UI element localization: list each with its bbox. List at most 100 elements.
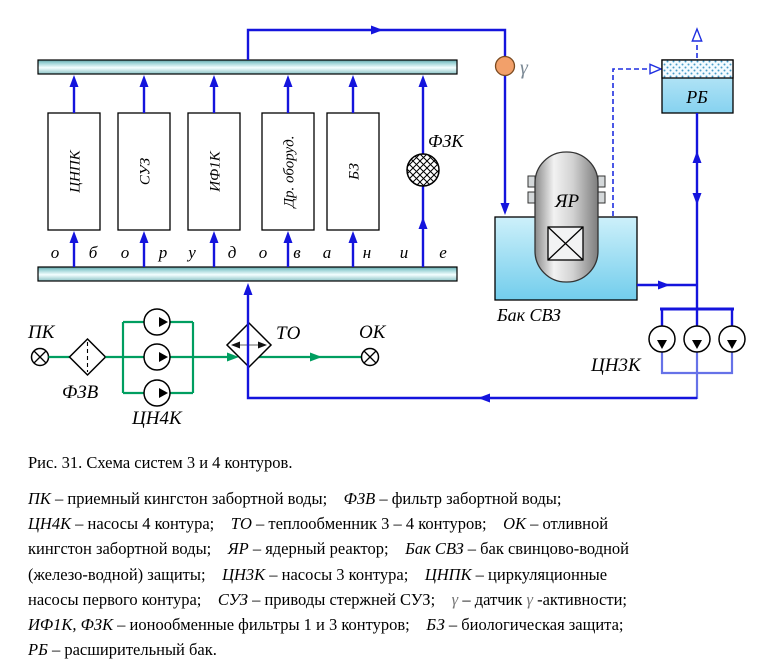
- pump-direction-triangle: [692, 340, 702, 349]
- arrowhead-up: [243, 283, 253, 295]
- gamma-line: γ: [246, 25, 529, 215]
- box-label: БЗ: [347, 163, 363, 181]
- legend-abbr: БЗ: [426, 615, 445, 635]
- legend-line: РБ – расширительный бак.: [28, 637, 750, 662]
- cn3k-label: ЦН3К: [590, 355, 642, 376]
- legend-text: – отливной: [525, 514, 609, 534]
- fzk-label: ФЗК: [428, 131, 464, 151]
- header-pipes: [37, 59, 458, 282]
- equipment-box-if1k: ИФ1К: [187, 112, 241, 231]
- arrowhead-up: [139, 231, 149, 243]
- legend-text: -активности;: [532, 589, 627, 609]
- right-riser: [637, 113, 702, 310]
- svz-tank-label: Бак СВЗ: [496, 305, 561, 325]
- diagram-canvas: ЦНПК СУЗ ИФ1К Др. оборуд. БЗ о б о р у д…: [27, 25, 746, 429]
- dashed-feed-line: [612, 68, 648, 216]
- legend-text: – приемный кингстон забортной воды;: [50, 489, 344, 508]
- legend-line: ИФ1К, ФЗК – ионообменные фильтры 1 и 3 к…: [28, 612, 750, 637]
- equipment-boxes: ЦНПК СУЗ ИФ1К Др. оборуд. БЗ: [47, 112, 380, 231]
- pump-icon: [143, 308, 171, 336]
- flange: [597, 175, 606, 188]
- letter: о: [259, 243, 268, 262]
- box-outline: [117, 112, 171, 231]
- box-label: Др. оборуд.: [282, 136, 298, 210]
- core-cross-icon: [547, 226, 584, 261]
- rb-tank-label: РБ: [685, 87, 708, 107]
- legend-abbr: ЦНПК: [424, 564, 472, 584]
- legend-abbr: ИФ1К, ФЗК: [28, 615, 114, 635]
- legend-text: – циркуляционные: [471, 564, 608, 584]
- arrowhead-up: [69, 75, 79, 87]
- cn4k-label: ЦН4К: [131, 408, 183, 429]
- letter: о: [121, 243, 130, 262]
- letter: у: [186, 243, 196, 262]
- arrowhead-up: [139, 75, 149, 87]
- pump-icon: [648, 325, 676, 353]
- arrowhead-up: [418, 75, 428, 87]
- open-arrowhead-up: [691, 27, 703, 42]
- box-label: СУЗ: [138, 157, 154, 185]
- legend-text: насосы первого контура;: [28, 589, 218, 609]
- letter: е: [439, 243, 447, 262]
- box-label: ЦНПК: [68, 149, 84, 193]
- equipment-box-bz: БЗ: [326, 112, 380, 231]
- legend-abbr: СУЗ: [217, 589, 248, 609]
- legend-text: – ионообменные фильтры 1 и 3 контуров;: [113, 615, 427, 635]
- figure-caption: Рис. 31. Схема систем 3 и 4 контуров. ПК…: [28, 450, 750, 662]
- arrowhead-left-small: [231, 341, 240, 349]
- legend-abbr: Бак СВЗ: [405, 539, 464, 559]
- arrowhead-up: [283, 75, 293, 87]
- legend-text: – расширительный бак.: [47, 640, 217, 660]
- flange: [527, 175, 536, 188]
- reactor-vessel: [534, 151, 599, 283]
- flange: [597, 191, 606, 204]
- gamma-sensor-icon: [494, 55, 516, 77]
- letter: н: [363, 243, 371, 262]
- legend-lines: ПК – приемный кингстон забортной воды; Ф…: [28, 486, 750, 662]
- legend-text: – насосы 3 контура;: [265, 564, 425, 584]
- pump-direction-triangle: [159, 352, 168, 362]
- supply-arrows-bottom: [69, 231, 358, 267]
- pump-icon: [143, 343, 171, 371]
- gamma-label: γ: [520, 57, 529, 79]
- legend-text: – биологическая защита;: [444, 615, 624, 635]
- legend-abbr: ЦН3К: [222, 564, 266, 584]
- arrowhead-right: [658, 280, 670, 290]
- pump-direction-triangle: [159, 388, 168, 398]
- to-label: ТО: [276, 323, 301, 344]
- fzv-label: ФЗВ: [62, 382, 99, 403]
- legend-text: – датчик: [458, 589, 527, 609]
- legend-abbr: РБ: [28, 640, 48, 660]
- legend-abbr: ФЗВ: [343, 489, 376, 508]
- legend-abbr: ОК: [503, 514, 526, 534]
- equipment-box-suz: СУЗ: [117, 112, 171, 231]
- arrowhead-up: [283, 231, 293, 243]
- letter: д: [228, 243, 237, 262]
- legend-abbr: γ: [526, 589, 533, 609]
- bottom-collector-pipe: [37, 266, 458, 282]
- arrowhead-right: [371, 25, 383, 35]
- arrowhead-left: [478, 393, 490, 403]
- arrowhead-down: [500, 203, 510, 215]
- letter: в: [293, 243, 301, 262]
- arrowhead-right-small: [258, 341, 267, 349]
- kingston-cross: [363, 350, 377, 364]
- legend-text: – насосы 4 контура;: [71, 514, 231, 534]
- legend-text: – теплообменник 3 – 4 контуров;: [251, 514, 504, 534]
- rb-tank-gas-cushion: [661, 59, 734, 79]
- arrowhead-up: [209, 231, 219, 243]
- letter: б: [89, 243, 98, 262]
- pk-label: ПК: [27, 322, 56, 343]
- arrowhead-up: [69, 231, 79, 243]
- letter: а: [323, 243, 332, 262]
- rb-tank-group: РБ: [612, 27, 734, 216]
- pump-icon: [143, 379, 171, 407]
- legend-text: – ядерный реактор;: [248, 539, 406, 559]
- box-outline: [47, 112, 101, 231]
- equipment-letters-row: о б о р у д о в а н и е: [51, 243, 447, 262]
- legend-text: – приводы стержней СУЗ;: [247, 589, 452, 609]
- reactor: ЯР: [527, 151, 606, 283]
- letter: р: [158, 243, 168, 262]
- arrowhead-up: [418, 217, 428, 229]
